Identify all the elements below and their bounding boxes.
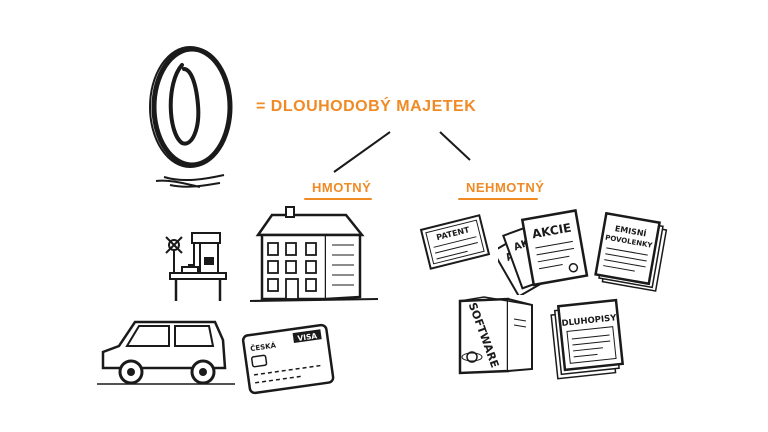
car-icon: [97, 320, 235, 385]
software-box: SOFTWARE: [458, 296, 533, 375]
tangible-label: HMOTNÝ: [312, 180, 372, 195]
dluhopisy-stack: DLUHOPISY: [550, 298, 625, 380]
card-bank-name: ČESKÁ: [250, 341, 277, 354]
machine-tool-icon: [165, 232, 227, 301]
asset-symbol-o: O: [149, 46, 233, 188]
akcie-label: AKCIE: [531, 221, 572, 242]
building-icon: [250, 206, 379, 302]
card-brand: VISA: [297, 331, 318, 343]
intangible-label: NEHMOTNÝ: [466, 180, 545, 195]
tangible-underline: [304, 198, 372, 200]
branch-lines: [333, 131, 471, 173]
main-title: = DLOUHODOBÝ MAJETEK: [256, 98, 477, 115]
emisni-povolenky-stack: EMISNÍ POVOLENKY: [594, 212, 668, 292]
patent-document: PATENT: [419, 214, 491, 270]
payment-card-icon: VISA ČESKÁ: [241, 323, 335, 395]
akcie-stack: AK AKC AKCIE: [498, 209, 589, 295]
intangible-underline: [458, 198, 538, 200]
